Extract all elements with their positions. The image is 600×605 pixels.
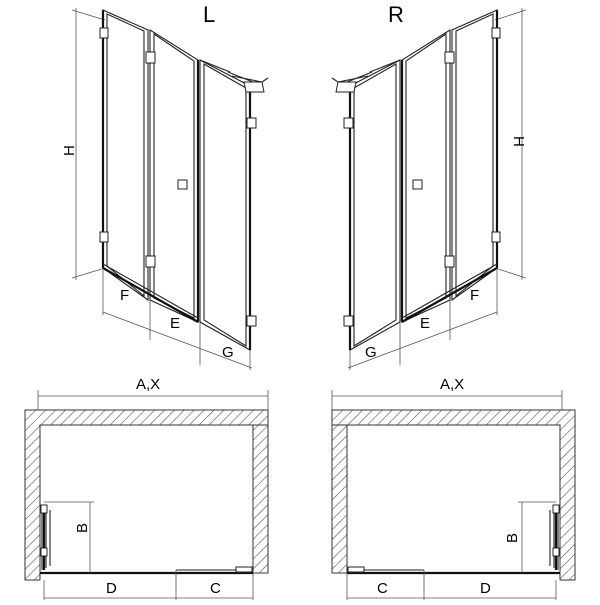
hinge-icon — [145, 255, 156, 268]
hinge-icon — [444, 51, 455, 64]
width-label-plan-right: A,X — [440, 376, 464, 393]
span-d-label-plan-left: D — [106, 580, 117, 597]
panel-e-label-left: E — [170, 315, 180, 332]
width-label-plan-left: A,X — [136, 376, 160, 393]
hinge-icon — [99, 231, 109, 243]
depth-label-plan-left: B — [74, 523, 91, 533]
plan-right: A,X B C D — [331, 376, 576, 600]
span-dimensions-plan-left: D C — [43, 570, 254, 600]
hinge-icon — [145, 51, 156, 64]
depth-dimension-plan-left: B — [44, 501, 94, 573]
hinge-icon — [343, 117, 354, 129]
hinge-icon — [99, 27, 109, 39]
panel-g-label-left: G — [222, 344, 234, 361]
hinge-icon — [246, 117, 257, 129]
height-label-right: H — [510, 136, 527, 147]
span-c-label-plan-left: C — [210, 580, 221, 597]
span-d-label-plan-right: D — [480, 580, 491, 597]
doors-plan-right — [347, 504, 560, 575]
hardware-left — [99, 27, 265, 327]
span-c-label-plan-right: C — [377, 580, 388, 597]
view-label-left: L — [203, 2, 215, 27]
hinge-icon — [343, 315, 354, 327]
door-handle-icon — [412, 179, 423, 190]
hinge-icon — [444, 255, 455, 268]
height-label-left: H — [61, 145, 78, 156]
wall-bracket-icon — [243, 81, 265, 93]
view-label-right: R — [388, 2, 404, 27]
panel-f-label-left: F — [120, 287, 129, 304]
width-dimensions-right: F E G — [347, 270, 498, 370]
wall-left-plan — [24, 409, 269, 581]
hardware-right — [335, 27, 501, 327]
width-dimension-plan-right: A,X — [331, 376, 563, 412]
panel-f-label-right: F — [470, 287, 479, 304]
height-dimension-left: H — [61, 8, 106, 280]
elevation-right: R H — [331, 2, 527, 370]
wall-left-plan-2 — [331, 424, 348, 574]
glass-panels-right — [331, 9, 499, 351]
hinge-icon — [246, 315, 257, 327]
height-dimension-right: H — [494, 8, 527, 280]
width-dimensions-left: F E G — [102, 270, 253, 370]
elevation-left: L H — [61, 2, 269, 370]
width-dimension-plan-left: A,X — [37, 376, 269, 412]
doors-plan-left — [40, 504, 253, 575]
wall-bracket-icon — [335, 81, 357, 93]
panel-e-label-right: E — [420, 315, 430, 332]
wall-right-plan-2 — [331, 409, 576, 581]
hinge-icon — [491, 27, 501, 39]
depth-label-plan-right: B — [504, 533, 521, 543]
span-dimensions-plan-right: C D — [346, 570, 557, 600]
plan-left: A,X B D C — [24, 376, 269, 600]
depth-dimension-plan-right: B — [504, 501, 556, 573]
wall-right-plan — [252, 424, 269, 574]
hinge-icon — [491, 231, 501, 243]
door-handle-icon — [177, 179, 188, 190]
panel-g-label-right: G — [365, 344, 377, 361]
